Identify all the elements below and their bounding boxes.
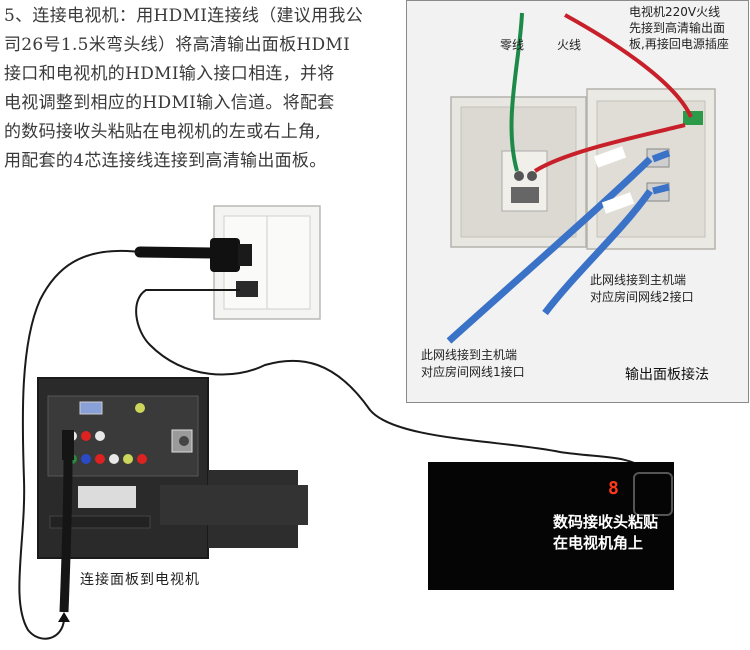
av-jack (135, 403, 145, 413)
panel-wiring-illustration (446, 12, 716, 344)
instruction-line: 的数码接收头粘贴在电视机的左或右上角, (4, 122, 322, 142)
live-wire-note-line: 电视机220V火线 (629, 5, 721, 19)
hdmi-plug (210, 238, 240, 272)
tv-back-bump (160, 485, 308, 525)
instruction-line: 用配套的4芯连接线连接到高清输出面板。 (4, 151, 327, 171)
cable1-note-line: 此网线接到主机端 (421, 348, 518, 362)
hdmi-plug-head (238, 244, 252, 266)
receiver-window (633, 472, 673, 516)
instruction-line: 司26号1.5米弯头线）将高清输出面板HDMI (4, 35, 351, 55)
hdmi-cable-tv (59, 459, 73, 613)
receiver-text-line: 数码接收头粘贴 (553, 513, 659, 531)
panel-wiring-photo: 零线 火线 电视机220V火线 先接到高清输出面 板,再接回电源插座 此网线接到… (406, 0, 749, 403)
receiver-digit-display: 8 (608, 478, 619, 499)
neutral-wire-label: 零线 (500, 38, 525, 52)
hdmi-cable-arrow (58, 612, 70, 622)
tv-label-sticker (78, 486, 136, 508)
live-wire-note-line: 板,再接回电源插座 (629, 37, 729, 51)
cable1-note-line: 对应房间网线1接口 (421, 365, 525, 379)
receiver-cable (135, 289, 646, 471)
tv-caption: 连接面板到电视机 (80, 572, 200, 588)
network-port (236, 281, 258, 297)
instructions-text: 5、连接电视机：用HDMI连接线（建议用我公 司26号1.5米弯头线）将高清输出… (4, 2, 399, 176)
panel-caption: 输出面板接法 (625, 367, 709, 383)
instruction-line: 电视调整到相应的HDMI输入信道。将配套 (4, 93, 335, 113)
instruction-line: 接口和电视机的HDMI输入接口相连，并将 (4, 64, 335, 84)
cable2-note-line: 此网线接到主机端 (590, 273, 687, 287)
instruction-line: 5、连接电视机：用HDMI连接线（建议用我公 (4, 6, 363, 26)
vga-port (79, 401, 103, 415)
cable2-note-line: 对应房间网线2接口 (590, 290, 694, 304)
digital-receiver: 8 数码接收头粘贴 在电视机角上 (428, 462, 674, 590)
live-wire-note-line: 先接到高清输出面 (629, 21, 726, 35)
hdmi-cable-stub (134, 246, 218, 259)
hdmi-plug-tv (62, 430, 74, 460)
receiver-text-line: 在电视机角上 (553, 534, 644, 552)
hdmi-cable-loop (18, 249, 141, 640)
live-wire-label: 火线 (557, 38, 582, 52)
